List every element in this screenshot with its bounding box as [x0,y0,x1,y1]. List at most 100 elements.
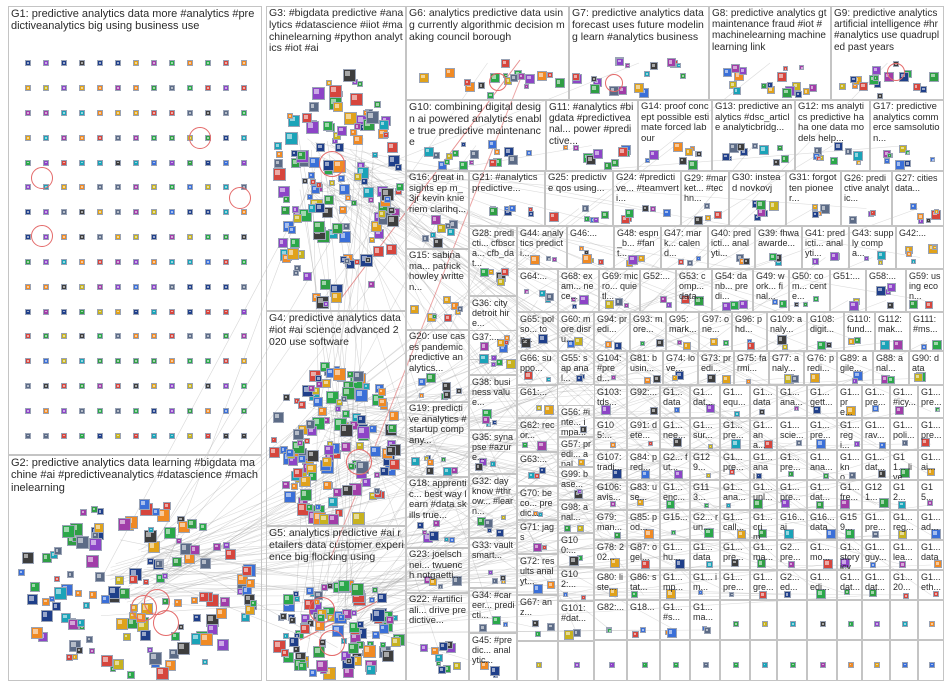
node[interactable] [187,432,193,439]
node[interactable] [648,149,659,160]
node[interactable] [527,207,533,213]
node[interactable] [223,541,231,549]
node[interactable] [293,429,305,441]
node[interactable] [673,661,679,668]
node[interactable] [876,250,886,260]
node[interactable] [311,86,325,100]
node[interactable] [761,621,768,627]
node[interactable] [776,144,783,151]
node[interactable] [241,110,247,117]
node[interactable] [502,622,508,628]
node[interactable] [738,67,747,76]
node[interactable] [86,554,100,568]
node[interactable] [426,458,434,466]
node[interactable] [929,621,935,627]
node[interactable] [97,134,103,141]
node[interactable] [517,73,525,81]
node[interactable] [61,382,67,389]
node[interactable] [133,432,139,439]
node[interactable] [54,586,68,600]
node[interactable] [115,234,121,241]
node[interactable] [115,358,121,365]
node[interactable] [205,234,211,241]
node[interactable] [682,341,691,350]
node[interactable] [353,123,361,131]
node[interactable] [118,588,130,600]
node[interactable] [872,65,882,75]
node[interactable] [820,621,826,627]
node[interactable] [61,333,67,340]
node[interactable] [187,358,193,365]
node[interactable] [368,280,376,288]
node[interactable] [25,358,31,365]
node[interactable] [491,577,498,584]
node[interactable] [286,448,295,457]
node[interactable] [666,589,677,599]
node[interactable] [151,283,157,290]
node[interactable] [151,184,157,191]
node[interactable] [152,508,161,517]
node[interactable] [667,58,677,68]
node[interactable] [605,299,615,309]
node[interactable] [373,487,380,494]
node[interactable] [910,259,916,265]
node[interactable] [342,69,356,83]
node[interactable] [445,222,452,229]
node[interactable] [115,617,128,630]
node[interactable] [43,358,49,365]
node[interactable] [684,148,693,157]
node[interactable] [241,283,247,290]
node[interactable] [533,473,540,480]
node[interactable] [920,86,928,94]
node[interactable] [776,335,787,346]
node[interactable] [133,258,139,265]
node[interactable] [187,60,193,67]
node[interactable] [572,72,581,81]
node[interactable] [342,485,354,497]
node[interactable] [371,630,380,639]
node[interactable] [329,84,343,98]
node[interactable] [294,595,301,602]
node[interactable] [348,643,360,655]
node[interactable] [848,338,856,346]
node[interactable] [269,447,280,459]
node[interactable] [845,529,856,539]
node[interactable] [886,376,895,384]
node[interactable] [61,134,67,141]
node[interactable] [543,404,554,415]
node[interactable] [302,271,312,281]
node[interactable] [142,578,149,585]
node[interactable] [578,246,584,252]
node[interactable] [583,216,590,223]
node[interactable] [926,468,935,477]
node[interactable] [25,184,31,191]
node[interactable] [165,660,177,672]
node[interactable] [863,255,869,261]
node[interactable] [591,75,598,82]
node[interactable] [487,91,495,99]
node[interactable] [391,637,402,648]
node[interactable] [921,343,928,350]
node[interactable] [52,602,62,612]
node[interactable] [79,358,85,365]
node[interactable] [187,407,193,414]
node[interactable] [932,339,943,350]
node[interactable] [43,382,49,389]
node[interactable] [351,511,365,525]
node[interactable] [429,578,438,587]
node[interactable] [97,85,103,92]
node[interactable] [353,259,360,266]
node[interactable] [731,439,742,449]
node[interactable] [154,559,163,568]
node[interactable] [906,250,913,257]
node[interactable] [306,449,319,462]
node[interactable] [61,85,67,92]
node[interactable] [829,251,839,261]
node[interactable] [843,589,850,596]
node[interactable] [451,576,462,587]
node[interactable] [751,143,758,150]
node[interactable] [205,432,211,439]
node[interactable] [243,593,255,605]
node[interactable] [71,653,78,660]
node[interactable] [722,152,731,161]
